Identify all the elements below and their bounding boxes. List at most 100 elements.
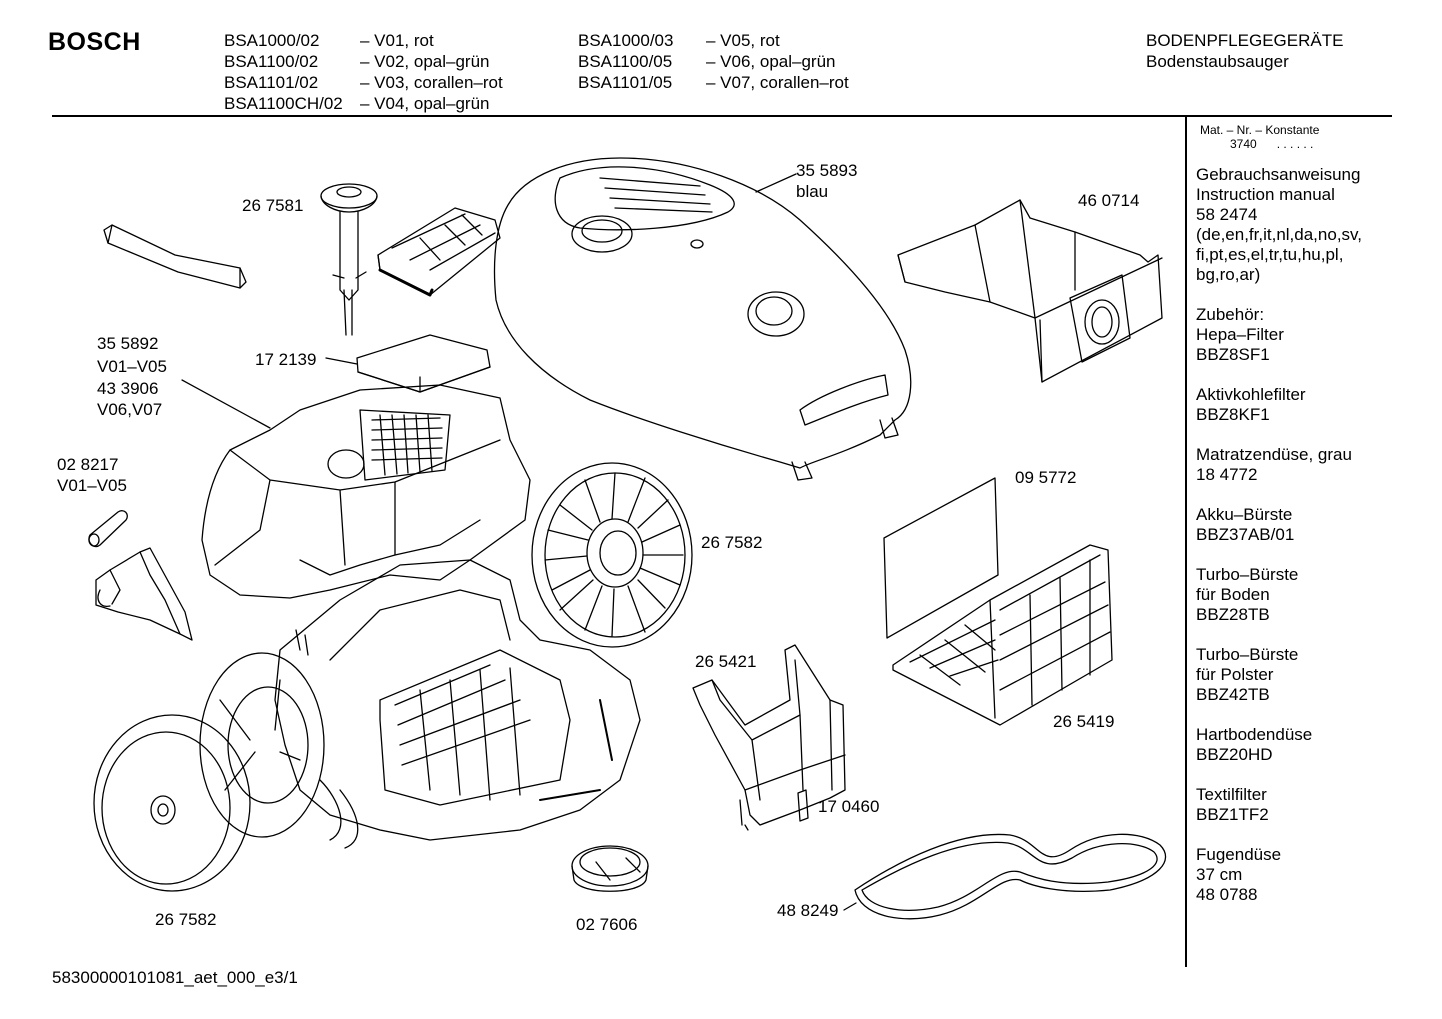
bracket-part — [693, 645, 845, 830]
mat-label: Mat. – Nr. – Konstante — [1200, 123, 1320, 137]
header-rule — [52, 115, 1392, 117]
accessory-line: Hepa–Filter — [1196, 325, 1284, 344]
hook-bracket-part — [96, 548, 192, 640]
accessory-line: BBZ1TF2 — [1196, 805, 1269, 824]
filter-cassette-part — [378, 208, 500, 295]
accessory-line: Textilfilter — [1196, 785, 1267, 804]
part-label: 26 5419 — [1053, 712, 1115, 731]
dust-bag-part — [898, 200, 1162, 382]
part-label: 35 5893 — [796, 161, 858, 180]
handle-strip-part — [104, 225, 246, 288]
accessory-line: Zubehör: — [1196, 305, 1265, 324]
accessory-line: 48 0788 — [1196, 885, 1258, 904]
accessory-line: Turbo–Bürste — [1196, 565, 1299, 584]
accessory-line: Matratzendüse, grau — [1196, 445, 1352, 464]
model-variant: – V07, corallen–rot — [706, 73, 849, 92]
model-variant: – V02, opal–grün — [360, 52, 490, 71]
accessory-line: BBZ37AB/01 — [1196, 525, 1295, 544]
accessory-line: fi,pt,es,el,tr,tu,hu,pl, — [1196, 245, 1344, 264]
part-label: 02 7606 — [576, 915, 638, 934]
part-label: 09 5772 — [1015, 468, 1077, 487]
part-label: 26 7581 — [242, 196, 304, 215]
leader-line — [326, 358, 357, 364]
part-label: 17 2139 — [255, 350, 317, 369]
category-title: BODENPFLEGEGERÄTE — [1146, 31, 1344, 50]
ring-part — [572, 846, 648, 891]
top-cover-part — [495, 158, 911, 480]
model-variant: – V03, corallen–rot — [360, 73, 503, 92]
model-code: BSA1101/05 — [578, 73, 673, 92]
wheel-left-part — [94, 715, 250, 891]
wheel-right-part — [532, 463, 692, 647]
model-code: BSA1100/02 — [224, 52, 319, 71]
accessory-line: BBZ8KF1 — [1196, 405, 1270, 424]
mat-value: 3740 — [1230, 137, 1257, 151]
part-label: 26 5421 — [695, 652, 757, 671]
part-label: 26 7582 — [701, 533, 763, 552]
part-variant-label: V06,V07 — [97, 400, 163, 419]
part-label: 48 8249 — [777, 901, 839, 920]
part-variant-label: V01–V05 — [57, 476, 127, 495]
accessory-line: BBZ28TB — [1196, 605, 1270, 624]
brand-logo: BOSCH — [48, 28, 141, 56]
mat-dots: . . . . . . — [1276, 137, 1314, 151]
sidebar-divider — [1185, 117, 1187, 967]
model-code: BSA1101/02 — [224, 73, 319, 92]
rear-wheel-part — [200, 653, 324, 837]
part-label: 17 0460 — [818, 797, 880, 816]
grille-frame-part — [893, 545, 1112, 725]
model-variant: – V06, opal–grün — [706, 52, 836, 71]
model-code: BSA1000/02 — [224, 31, 320, 50]
part-label: 26 7582 — [155, 910, 217, 929]
drive-belt-part — [855, 834, 1166, 919]
mat-nr-box: Mat. – Nr. – Konstante 3740 . . . . . . — [1200, 123, 1319, 151]
accessory-line: BBZ42TB — [1196, 685, 1270, 704]
model-variant: – V05, rot — [706, 31, 780, 50]
accessory-line: 37 cm — [1196, 865, 1243, 884]
accessory-line: Gebrauchsanweisung — [1196, 165, 1361, 184]
accessory-line: Hartbodendüse — [1196, 725, 1313, 744]
accessory-line: für Polster — [1196, 665, 1274, 684]
model-variant: – V01, rot — [360, 31, 434, 50]
leader-line — [844, 903, 856, 910]
accessory-line: (de,en,fr,it,nl,da,no,sv, — [1196, 225, 1362, 244]
leader-line — [756, 174, 796, 192]
part-label: 46 0714 — [1078, 191, 1140, 210]
accessory-line: BBZ8SF1 — [1196, 345, 1270, 364]
cartridge-part — [89, 511, 127, 547]
part-label: 35 5892 — [97, 334, 159, 353]
leader-line — [182, 380, 270, 428]
accessory-line: Akku–Bürste — [1196, 505, 1293, 524]
model-variant: – V04, opal–grün — [360, 94, 490, 113]
filter-pin-part — [321, 184, 377, 335]
part-variant-label: V01–V05 — [97, 357, 167, 376]
accessory-line: BBZ20HD — [1196, 745, 1273, 764]
accessory-line: Aktivkohlefilter — [1196, 385, 1306, 404]
accessory-line: Fugendüse — [1196, 845, 1282, 864]
part-color-label: blau — [796, 182, 829, 201]
filter-pad-part — [884, 478, 998, 638]
document-id: 58300000101081_aet_000_e3/1 — [52, 968, 298, 987]
model-code: BSA1100CH/02 — [224, 94, 343, 113]
accessory-line: 58 2474 — [1196, 205, 1258, 224]
part-label: 43 3906 — [97, 379, 159, 398]
model-code: BSA1100/05 — [578, 52, 673, 71]
accessory-line: bg,ro,ar) — [1196, 265, 1261, 284]
model-code: BSA1000/03 — [578, 31, 674, 50]
exhaust-filter-part — [357, 335, 490, 392]
category-subtitle: Bodenstaubsauger — [1146, 52, 1289, 71]
accessory-line: 18 4772 — [1196, 465, 1258, 484]
slider-part — [798, 790, 808, 821]
